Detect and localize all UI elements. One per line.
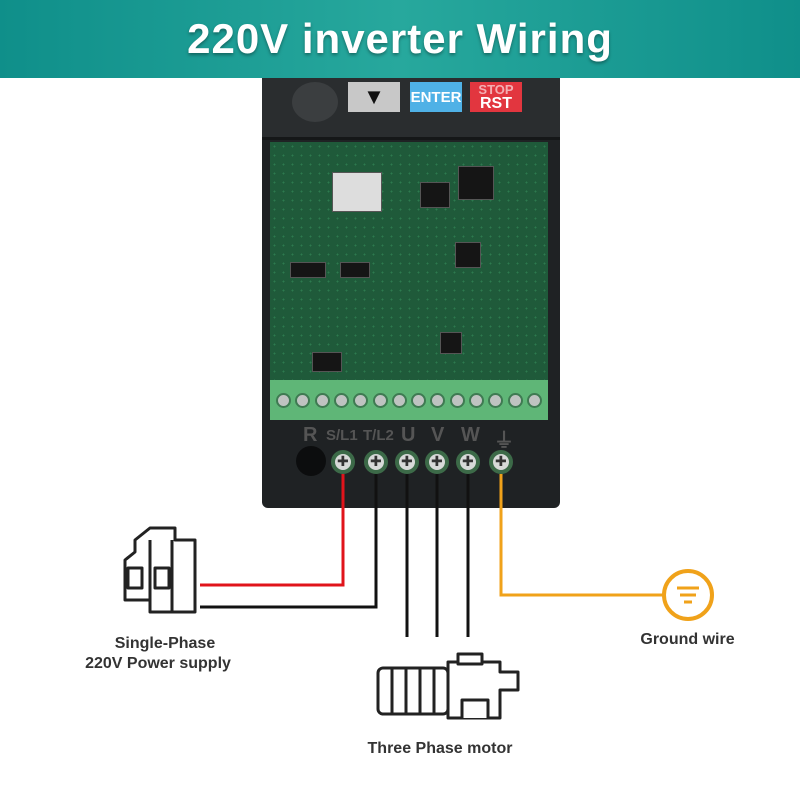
terminal-w[interactable] bbox=[456, 450, 480, 474]
enter-key[interactable]: ENTER bbox=[410, 82, 462, 112]
terminal-label-w: W bbox=[461, 424, 480, 446]
terminal-label-ground: ⏚ bbox=[494, 430, 514, 452]
chip bbox=[455, 242, 481, 268]
chip bbox=[458, 166, 494, 200]
terminal-u[interactable] bbox=[395, 450, 419, 474]
jumper bbox=[312, 352, 342, 372]
terminal-label-s: S/L1 bbox=[326, 427, 358, 444]
terminal-label-u: U bbox=[401, 424, 416, 446]
power-supply-label: Single-Phase 220V Power supply bbox=[85, 634, 240, 674]
enter-label: ENTER bbox=[410, 88, 462, 106]
title-banner: 220V inverter Wiring bbox=[0, 0, 800, 78]
power-label-line2: 220V Power supply bbox=[85, 655, 231, 672]
terminal-label-r: R bbox=[303, 424, 318, 446]
circuit-board bbox=[270, 142, 548, 380]
stop-label: STOP bbox=[478, 82, 514, 97]
chip bbox=[290, 262, 326, 278]
title: 220V inverter Wiring bbox=[187, 15, 613, 62]
motor-icon bbox=[376, 652, 520, 720]
circuit-breaker-icon bbox=[123, 526, 197, 614]
cable-hole bbox=[296, 446, 326, 476]
terminal-v[interactable] bbox=[425, 450, 449, 474]
chip bbox=[440, 332, 462, 354]
ground-icon bbox=[662, 569, 714, 621]
terminal-s[interactable] bbox=[331, 450, 355, 474]
terminal-t[interactable] bbox=[364, 450, 388, 474]
power-label-line1: Single-Phase bbox=[114, 635, 216, 652]
terminal-label-t: T/L2 bbox=[363, 427, 394, 444]
terminal-label-v: V bbox=[431, 424, 445, 446]
control-terminal-block bbox=[270, 380, 548, 420]
relay bbox=[332, 172, 382, 212]
down-arrow-icon: ▼ bbox=[363, 84, 385, 109]
potentiometer-knob[interactable] bbox=[292, 82, 338, 122]
terminal-ground[interactable] bbox=[489, 450, 513, 474]
ground-wire-label: Ground wire bbox=[640, 631, 735, 648]
chip bbox=[420, 182, 450, 208]
motor-label: Three Phase motor bbox=[367, 740, 513, 757]
rst-label: RST bbox=[480, 95, 512, 112]
chip bbox=[340, 262, 370, 278]
down-key[interactable]: ▼ bbox=[348, 82, 400, 112]
